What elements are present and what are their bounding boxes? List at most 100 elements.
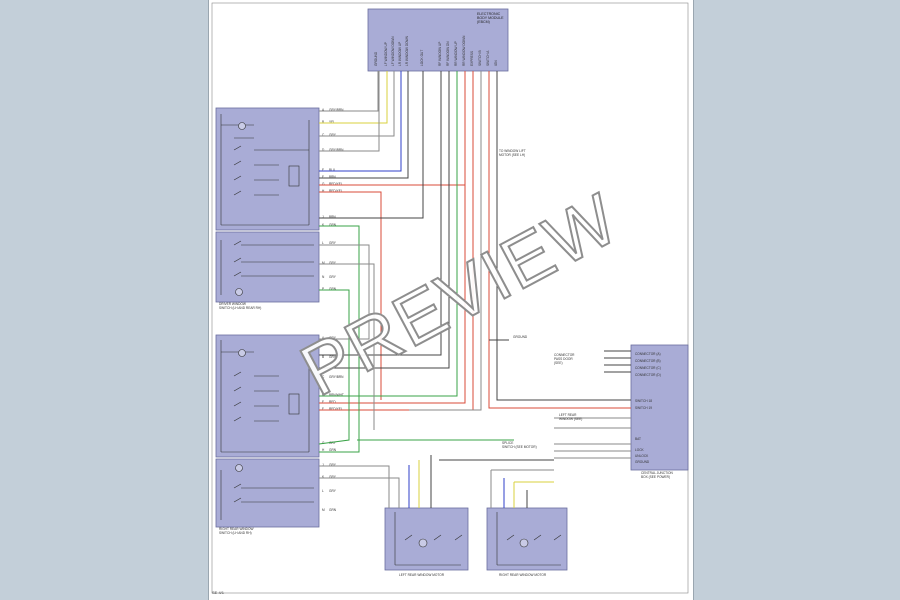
svg-text:GRN: GRN [329,448,337,452]
svg-text:D: D [322,393,325,397]
svg-text:LOCK OUT: LOCK OUT [420,50,424,66]
svg-text:SWITCH B: SWITCH B [478,50,482,66]
mid-note: SPLICE SWITCH (SEE MOTOR) [502,441,537,449]
wiring-diagram: ELECTRONIC BODY MODULE (EBCM) GROUND LF … [211,2,689,594]
wire-grn-p [318,289,350,445]
svg-text:SWITCH A: SWITCH A [486,50,490,66]
svg-text:GRY: GRY [329,241,337,245]
svg-text:D: D [322,148,325,152]
svg-text:LR WINDOW UP: LR WINDOW UP [398,42,402,66]
body-note: LEFT REAR WINDOW (SEE) [559,413,582,421]
svg-text:GRN: GRN [329,223,337,227]
svg-text:C: C [322,133,325,137]
svg-text:M: M [322,261,325,265]
svg-text:A: A [322,108,325,112]
svg-text:N: N [322,275,325,279]
wire-dark-2 [319,71,450,369]
svg-text:RR WINDOW DOWN: RR WINDOW DOWN [462,35,466,66]
wire-gry-l [319,244,370,340]
left-window-motor: LEFT REAR WINDOW MOTOR [384,507,469,577]
svg-text:B: B [322,355,324,359]
svg-text:GRN: GRN [329,508,337,512]
wire-red-4 [488,71,631,409]
svg-text:GRY: GRY [329,355,337,359]
svg-text:H: H [322,189,325,193]
wire-gry-m [319,263,375,430]
svg-text:GRY: GRY [329,489,337,493]
svg-text:RED/YEL: RED/YEL [329,407,343,411]
svg-text:EXPRESS: EXPRESS [470,51,474,66]
svg-text:RR WINDOW UP: RR WINDOW UP [454,41,458,66]
wire-brn-f [319,71,409,179]
body-controller: CONNECTOR (A) CONNECTOR (B) CONNECTOR (C… [630,344,689,479]
top-module: ELECTRONIC BODY MODULE (EBCM) GROUND LF … [367,8,509,72]
svg-text:GRY: GRY [329,463,337,467]
svg-text:IGN: IGN [494,60,498,66]
svg-text:BAT: BAT [635,437,641,441]
svg-text:CONNECTOR (C): CONNECTOR (C) [635,366,661,370]
svg-text:BRN/WHT: BRN/WHT [329,393,344,397]
svg-text:RED/YEL: RED/YEL [329,189,343,193]
svg-text:CONNECTOR (B): CONNECTOR (B) [635,359,661,363]
svg-text:RF WINDOW UP: RF WINDOW UP [438,42,442,66]
left-motor-caption: LEFT REAR WINDOW MOTOR [399,573,445,577]
svg-text:GRY: GRY [329,133,337,137]
top-module-pin-labels: GROUND LF WINDOW UP LF WINDOW DOWN LR WI… [374,35,498,66]
svg-text:M: M [322,508,325,512]
wire-motor-l1 [319,465,390,508]
svg-text:L: L [322,241,324,245]
svg-text:LR WINDOW DOWN: LR WINDOW DOWN [405,35,409,66]
svg-text:CONNECTOR (D): CONNECTOR (D) [635,373,661,377]
svg-text:SWITCH 19: SWITCH 19 [635,406,652,410]
svg-text:BRN: BRN [329,175,336,179]
page-number: SE 4/1 [212,590,225,595]
wire-brn-j [319,71,424,219]
svg-text:F: F [322,407,324,411]
svg-text:GRY/BRN: GRY/BRN [329,148,344,152]
wire-red-2 [319,185,466,404]
svg-text:E: E [322,400,324,404]
svg-text:RED: RED [329,400,336,404]
wire-red-h [319,191,382,400]
wire-bundle [318,71,631,508]
svg-text:LOCK: LOCK [635,448,645,452]
svg-text:C: C [322,375,325,379]
svg-text:LF WINDOW UP: LF WINDOW UP [384,42,388,66]
svg-text:GRN: GRN [329,287,337,291]
svg-text:L: L [322,489,324,493]
svg-text:GRY: GRY [329,441,337,445]
passenger-control-caption: RIGHT REAR WINDOW SWITCH (LH AND RH) [219,527,254,535]
svg-text:K: K [322,223,325,227]
right-window-motor: RIGHT REAR WINDOW MOTOR [486,507,568,577]
wire-dark-3 [496,71,631,401]
right-motor-caption: RIGHT REAR WINDOW MOTOR [499,573,547,577]
svg-text:B: B [322,120,324,124]
svg-text:RED/YEL: RED/YEL [329,182,343,186]
connector-note: CONNECTOR PASS DOOR (SEE) [554,353,575,365]
wire-grey-3 [409,71,482,411]
svg-text:GROUND: GROUND [374,51,378,66]
svg-text:LF WINDOW DOWN: LF WINDOW DOWN [391,36,395,66]
svg-text:GRY/BRN: GRY/BRN [329,375,344,379]
svg-text:YEL: YEL [329,120,335,124]
wire-blu-e [319,71,402,172]
svg-text:G: G [322,182,325,186]
svg-text:GROUND: GROUND [635,460,650,464]
svg-text:GRY: GRY [329,475,337,479]
svg-text:SWITCH 18: SWITCH 18 [635,399,652,403]
svg-text:BLU: BLU [329,168,336,172]
sheet-frame [211,2,689,594]
wire-dark-1 [319,71,442,356]
svg-text:E: E [322,168,324,172]
wire-grn-1 [319,71,458,397]
svg-text:K: K [322,475,325,479]
wire-red-g [319,71,466,186]
wire-gry-a [319,71,379,112]
svg-text:J: J [322,215,324,219]
wire-red-3 [319,71,474,411]
svg-text:CONNECTOR (A): CONNECTOR (A) [635,352,661,356]
svg-text:P: P [322,287,324,291]
